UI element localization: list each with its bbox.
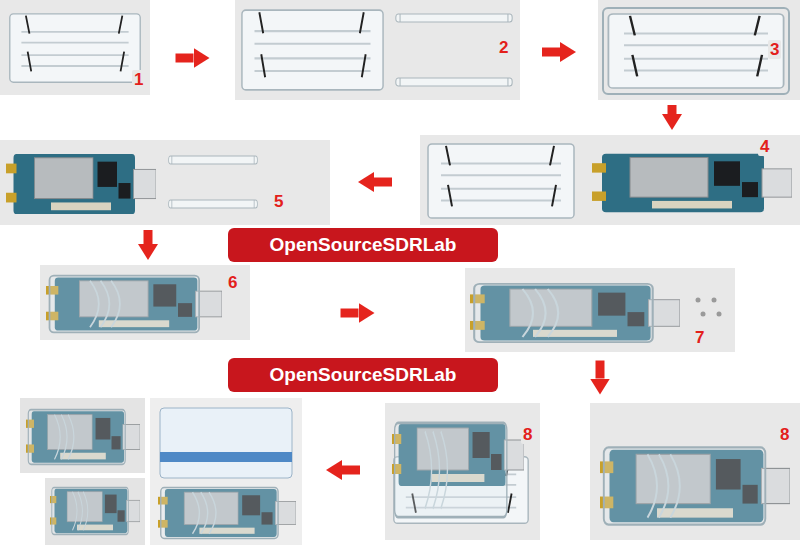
acrylic-plate [428,144,574,218]
photo-bg [150,398,302,545]
photo-panel: 5 [0,140,330,225]
size-card [160,408,292,478]
step-number: 5 [272,192,285,211]
photo-contents [6,8,792,538]
side-rail [396,78,512,86]
side-rail [169,156,258,164]
step-number: 4 [758,137,771,156]
side-rail [396,14,512,22]
screw [696,298,701,303]
acrylic-case [28,410,125,465]
step-arrow [341,309,359,318]
acrylic-case [604,447,766,524]
banner-text: OpenSourceSDRLab [270,364,457,386]
photo-bg [235,0,520,100]
step-arrow [342,466,360,475]
sdr-board [592,154,792,212]
step-arrow [542,48,560,57]
screw [712,298,717,303]
side-rails [603,8,789,94]
photo-panel: 3 [598,0,800,100]
side-rail [169,200,258,208]
acrylic-case [474,284,653,342]
photo-bg [590,403,800,540]
step-number: 8 [521,425,534,444]
step-number: 7 [693,328,706,347]
screw [717,312,722,317]
banner-text: OpenSourceSDRLab [270,234,457,256]
photo-panel: 1 [0,0,150,95]
acrylic-case [395,423,507,517]
photo-bg [0,140,330,225]
photo-panel: 6 [40,265,250,340]
acrylic-plate [608,14,783,88]
card-stripe [160,452,292,462]
screws [696,298,722,317]
photo-bg [420,135,800,225]
title-banner: OpenSourceSDRLab [228,358,498,392]
step-number: 2 [497,38,510,57]
step-arrow [596,361,605,379]
step-arrow [176,54,194,63]
step-arrow [144,230,153,244]
photo-panel: 2 [235,0,520,100]
title-banner: OpenSourceSDRLab [228,228,498,262]
step-number: 8 [778,425,791,444]
photo-panel: 8 [590,403,800,540]
photo-bg [20,398,145,473]
step-number: 6 [226,273,239,292]
acrylic-case [161,488,278,539]
acrylic-case [52,487,129,534]
acrylic-plate [10,14,140,82]
screw [701,312,706,317]
photo-panel: 8 [385,403,540,540]
photo-bg [45,478,145,545]
photo-bg [40,265,250,340]
photo-panel: 4 [420,135,800,225]
step-number: 3 [768,40,781,59]
step-arrow [374,178,392,187]
photo-bg [385,403,540,540]
photo-bg [598,0,800,100]
step-number: 1 [132,70,145,89]
photo-bg [465,268,735,352]
photo-bg [0,0,150,95]
acrylic-case [50,276,200,333]
step-arrow [668,105,677,114]
acrylic-plate [242,10,383,90]
photo-panel: 7 [465,268,735,352]
sdr-board [6,154,156,214]
